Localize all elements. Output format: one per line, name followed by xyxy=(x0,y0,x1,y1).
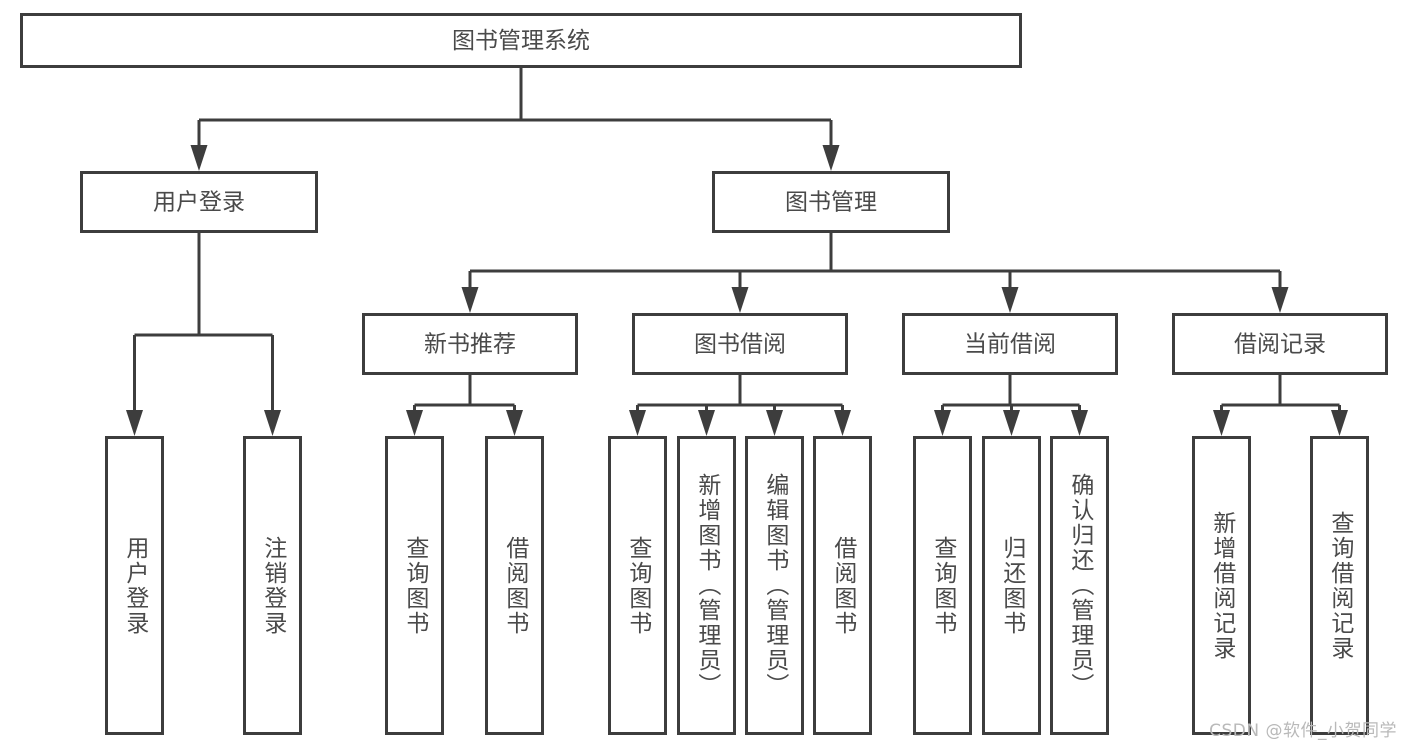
node-box-编辑图书管理员[interactable] xyxy=(745,436,804,735)
arrow-head-icon xyxy=(698,410,715,436)
arrow-head-icon xyxy=(1003,410,1020,436)
arrow-head-icon xyxy=(406,410,423,436)
node-label-用户登录: 用户登录 xyxy=(153,190,245,216)
node-label-借阅记录: 借阅记录 xyxy=(1234,332,1326,358)
node-box-查询图书[interactable] xyxy=(608,436,667,735)
node-box-用户登录[interactable] xyxy=(80,171,318,233)
node-box-借阅记录[interactable] xyxy=(1172,313,1388,375)
node-box-借阅图书[interactable] xyxy=(485,436,544,735)
node-box-借阅图书[interactable] xyxy=(813,436,872,735)
arrow-head-icon xyxy=(934,410,951,436)
arrow-head-icon xyxy=(506,410,523,436)
node-box-查询图书[interactable] xyxy=(913,436,972,735)
node-box-用户登录[interactable] xyxy=(105,436,164,735)
arrow-head-icon xyxy=(264,410,281,436)
connector-group-当前借阅 xyxy=(934,375,1088,436)
arrow-head-icon xyxy=(834,410,851,436)
node-box-查询图书[interactable] xyxy=(385,436,444,735)
arrow-head-icon xyxy=(1271,287,1289,313)
connector-group-借阅记录 xyxy=(1213,375,1348,436)
node-box-新增图书管理员[interactable] xyxy=(677,436,736,735)
node-box-图书借阅[interactable] xyxy=(632,313,848,375)
arrow-head-icon xyxy=(1331,410,1348,436)
node-box-图书管理系统[interactable] xyxy=(20,13,1022,68)
connector-group-图书管理 xyxy=(461,233,1289,313)
node-label-当前借阅: 当前借阅 xyxy=(964,332,1056,358)
node-box-归还图书[interactable] xyxy=(982,436,1041,735)
arrow-head-icon xyxy=(1213,410,1230,436)
node-box-当前借阅[interactable] xyxy=(902,313,1118,375)
node-box-新书推荐[interactable] xyxy=(362,313,578,375)
connector-group-新书推荐 xyxy=(406,375,523,436)
node-label-图书管理: 图书管理 xyxy=(785,190,877,216)
arrow-head-icon xyxy=(629,410,646,436)
arrow-head-icon xyxy=(126,410,143,436)
arrow-head-icon xyxy=(766,410,783,436)
connector-group-用户登录 xyxy=(126,233,281,436)
node-label-图书借阅: 图书借阅 xyxy=(694,332,786,358)
arrow-head-icon xyxy=(190,145,208,171)
node-box-layer xyxy=(20,13,1388,735)
connector-group-图书管理系统 xyxy=(190,68,840,171)
csdn-watermark: CSDN @软件_小贺同学 xyxy=(1209,721,1397,741)
arrow-head-icon xyxy=(731,287,749,313)
connector-group-图书借阅 xyxy=(629,375,851,436)
node-label-图书管理系统: 图书管理系统 xyxy=(452,28,590,54)
node-box-注销登录[interactable] xyxy=(243,436,302,735)
arrow-head-icon xyxy=(1001,287,1019,313)
node-box-图书管理[interactable] xyxy=(712,171,950,233)
node-box-新增借阅记录[interactable] xyxy=(1192,436,1251,735)
node-label-新书推荐: 新书推荐 xyxy=(424,332,516,358)
arrow-head-icon xyxy=(822,145,840,171)
arrow-head-icon xyxy=(461,287,479,313)
node-box-确认归还管理员[interactable] xyxy=(1050,436,1109,735)
connector-layer xyxy=(126,68,1348,436)
arrow-head-icon xyxy=(1071,410,1088,436)
node-box-查询借阅记录[interactable] xyxy=(1310,436,1369,735)
